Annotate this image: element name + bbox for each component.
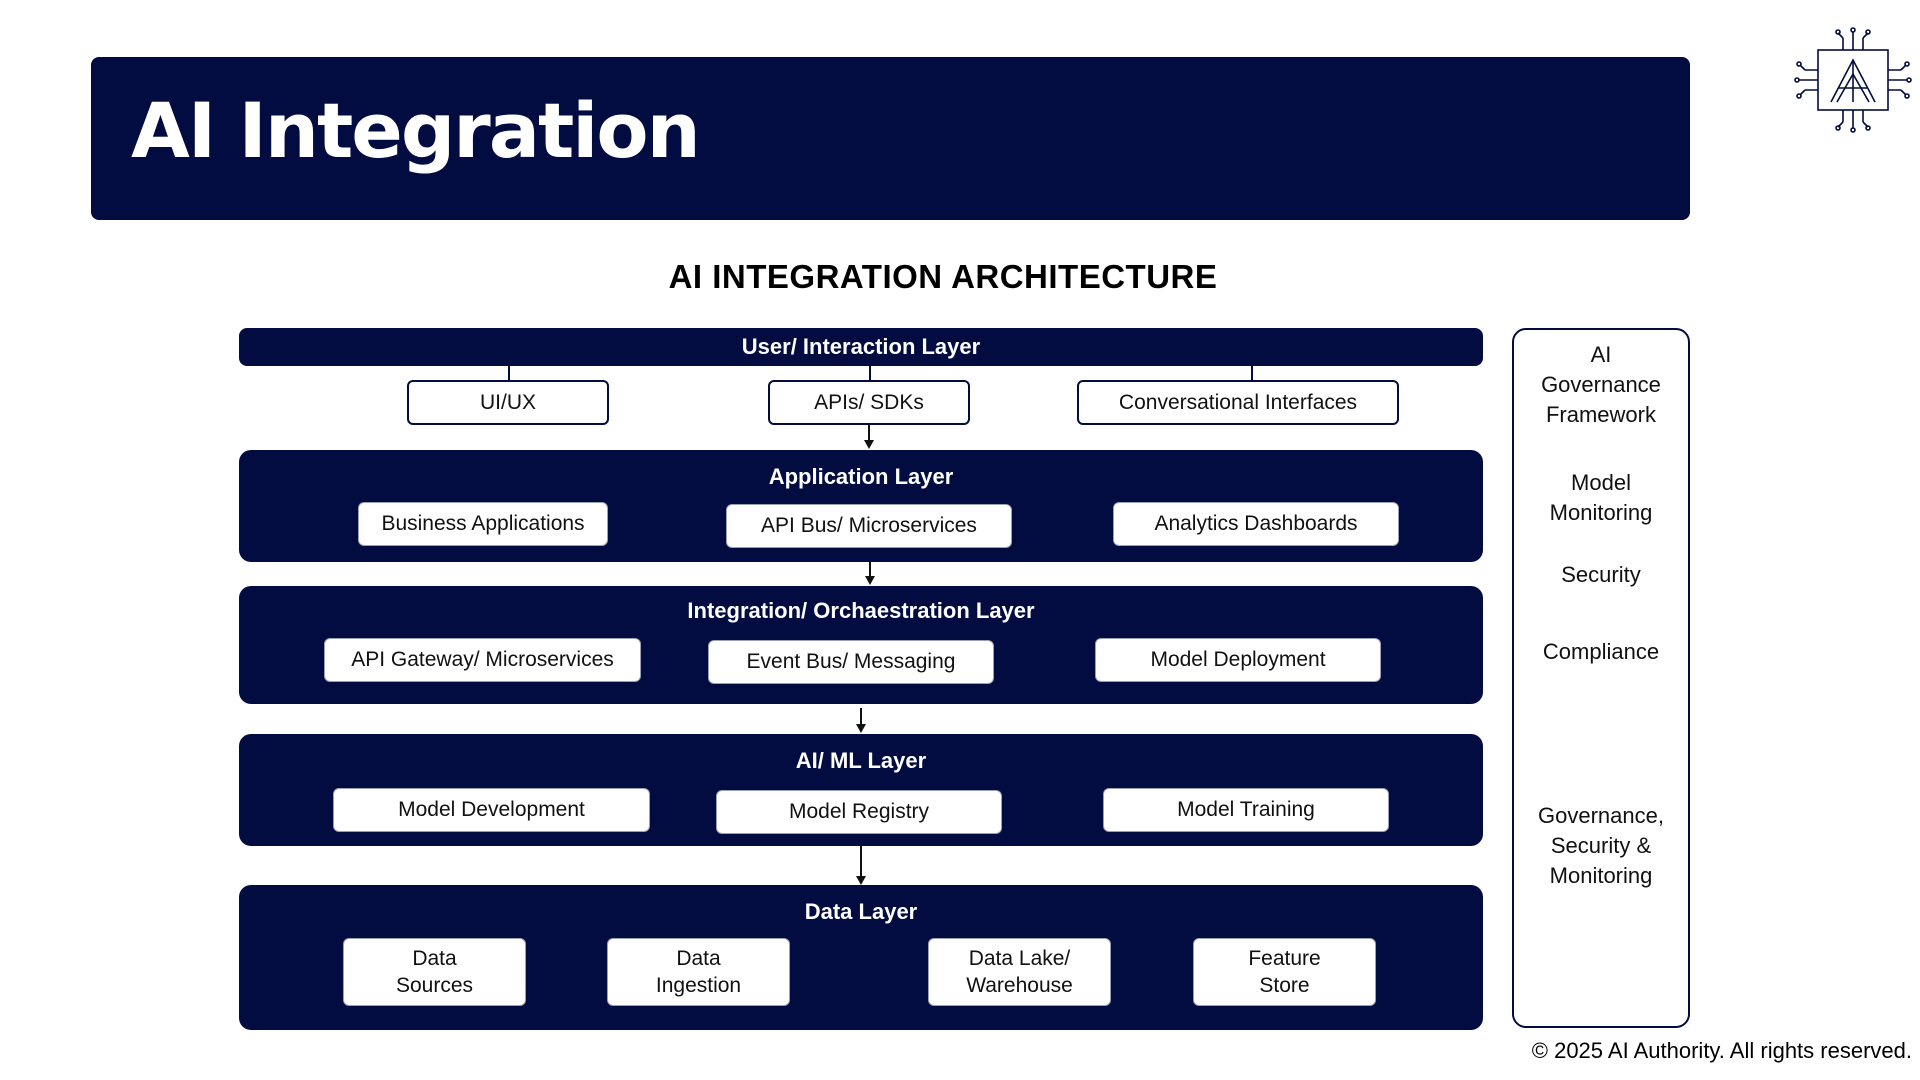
component-box: Data Sources — [343, 938, 526, 1006]
arrow-head-icon — [864, 440, 874, 449]
flow-arrow — [860, 846, 862, 876]
integration-orchestration-layer: Integration/ Orchaestration Layer API Ga… — [239, 586, 1483, 704]
page-title: AI Integration — [131, 86, 701, 175]
component-box: Analytics Dashboards — [1113, 502, 1399, 546]
component-box: Model Deployment — [1095, 638, 1381, 682]
connector-line — [1251, 366, 1253, 380]
layer-label: Data Layer — [804, 899, 918, 924]
layer-label: Application Layer — [768, 464, 954, 489]
governance-item: Governance, Security & Monitoring — [1538, 803, 1664, 888]
component-box: Conversational Interfaces — [1077, 380, 1399, 425]
component-box: API Bus/ Microservices — [726, 504, 1012, 548]
ai-ml-layer: AI/ ML Layer Model Development Model Reg… — [239, 734, 1483, 846]
connector-line — [508, 366, 510, 380]
governance-item: Security — [1561, 562, 1641, 587]
flow-arrow — [860, 708, 862, 725]
component-box: UI/UX — [407, 380, 609, 425]
component-box: APIs/ SDKs — [768, 380, 970, 425]
component-box: Model Registry — [716, 790, 1002, 834]
arrow-head-icon — [865, 576, 875, 585]
diagram-title: AI INTEGRATION ARCHITECTURE — [668, 258, 1218, 295]
component-box: Data Lake/ Warehouse — [928, 938, 1111, 1006]
circuit-a-logo-icon — [1794, 27, 1912, 133]
arrow-head-icon — [856, 876, 866, 885]
governance-panel: AI Governance Framework Model Monitoring… — [1512, 328, 1690, 1028]
governance-item: Compliance — [1542, 639, 1660, 664]
component-box: Feature Store — [1193, 938, 1376, 1006]
application-layer: Application Layer Business Applications … — [239, 450, 1483, 562]
layer-label: Integration/ Orchaestration Layer — [687, 598, 1035, 623]
component-box: Model Training — [1103, 788, 1389, 832]
layer-label: User/ Interaction Layer — [741, 334, 981, 359]
governance-item: AI Governance Framework — [1541, 342, 1661, 427]
user-interaction-layer: User/ Interaction Layer — [239, 328, 1483, 366]
layer-label: AI/ ML Layer — [795, 748, 927, 773]
governance-item: Model Monitoring — [1549, 470, 1653, 525]
component-box: API Gateway/ Microservices — [324, 638, 641, 682]
header-banner: AI Integration — [91, 57, 1690, 220]
component-box: Model Development — [333, 788, 650, 832]
data-layer: Data Layer Data Sources Data Ingestion D… — [239, 885, 1483, 1030]
component-box: Data Ingestion — [607, 938, 790, 1006]
connector-line — [869, 366, 871, 380]
component-box: Event Bus/ Messaging — [708, 640, 994, 684]
copyright-notice: © 2025 AI Authority. All rights reserved… — [1531, 1038, 1912, 1063]
flow-arrow — [869, 562, 871, 576]
flow-arrow — [868, 425, 870, 440]
arrow-head-icon — [856, 724, 866, 733]
component-box: Business Applications — [358, 502, 608, 546]
